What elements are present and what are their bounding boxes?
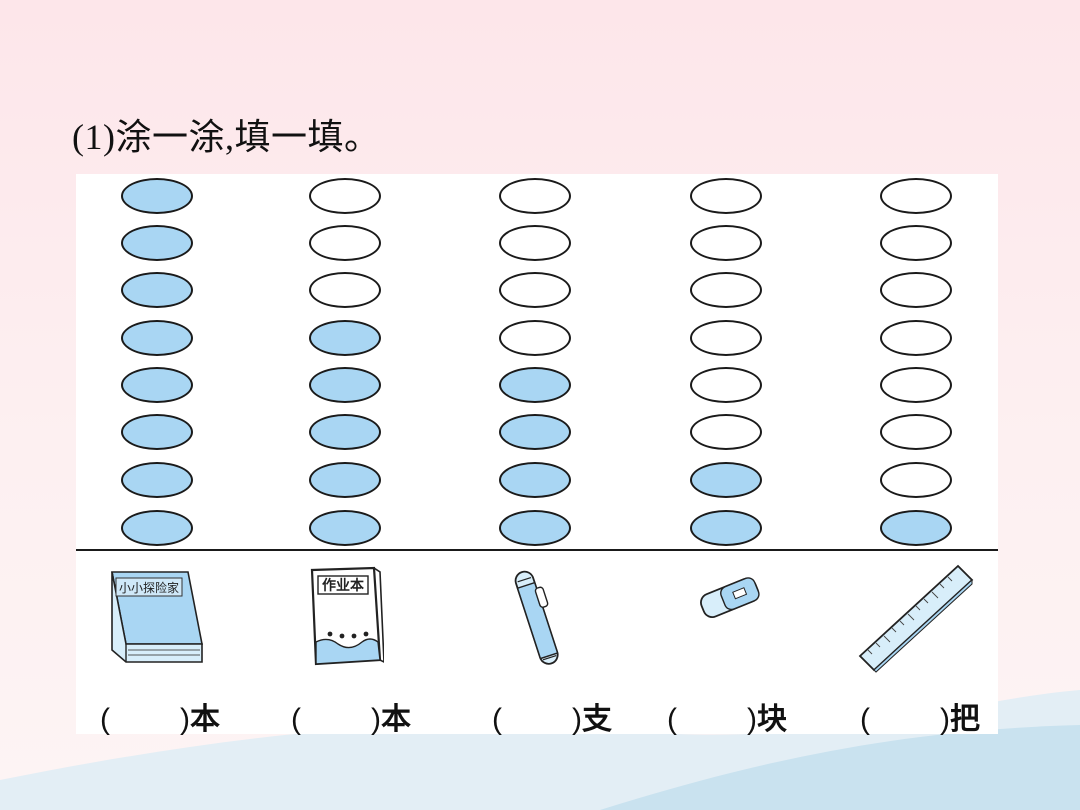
answer-label-book: ()本 xyxy=(100,694,220,738)
oval[interactable] xyxy=(690,225,762,261)
oval[interactable] xyxy=(309,320,381,356)
oval[interactable] xyxy=(690,414,762,450)
oval[interactable] xyxy=(121,367,193,403)
oval[interactable] xyxy=(880,462,952,498)
oval[interactable] xyxy=(499,367,571,403)
oval[interactable] xyxy=(121,320,193,356)
oval[interactable] xyxy=(121,178,193,214)
ruler-icon xyxy=(858,564,974,673)
oval[interactable] xyxy=(309,462,381,498)
oval[interactable] xyxy=(690,462,762,498)
oval[interactable] xyxy=(880,320,952,356)
oval[interactable] xyxy=(499,510,571,546)
book-icon: 小小探险家 xyxy=(111,571,203,663)
notebook-icon: 作业本 xyxy=(310,566,384,666)
unit-text: 支 xyxy=(582,703,612,736)
oval[interactable] xyxy=(499,178,571,214)
answer-label-eraser: ()块 xyxy=(667,694,787,738)
answer-label-pencil: ()支 xyxy=(492,694,612,738)
oval[interactable] xyxy=(880,225,952,261)
oval[interactable] xyxy=(499,272,571,308)
pencil-icon xyxy=(514,570,559,665)
oval[interactable] xyxy=(690,178,762,214)
unit-text: 块 xyxy=(757,703,787,736)
open-paren: ( xyxy=(492,703,502,736)
decorative-wave xyxy=(0,690,1080,810)
close-paren: ) xyxy=(371,703,381,736)
close-paren: ) xyxy=(747,703,757,736)
unit-text: 把 xyxy=(950,703,980,736)
open-paren: ( xyxy=(100,703,110,736)
oval[interactable] xyxy=(121,272,193,308)
book-cover-text: 小小探险家 xyxy=(119,580,179,595)
oval[interactable] xyxy=(690,320,762,356)
answer-label-ruler: ()把 xyxy=(860,694,980,738)
oval[interactable] xyxy=(880,414,952,450)
oval[interactable] xyxy=(309,414,381,450)
oval[interactable] xyxy=(690,367,762,403)
oval[interactable] xyxy=(121,414,193,450)
oval[interactable] xyxy=(880,510,952,546)
unit-text: 本 xyxy=(381,703,411,736)
oval[interactable] xyxy=(121,510,193,546)
notebook-cover-text: 作业本 xyxy=(322,577,365,594)
oval[interactable] xyxy=(309,272,381,308)
oval[interactable] xyxy=(880,367,952,403)
open-paren: ( xyxy=(291,703,301,736)
close-paren: ) xyxy=(940,703,950,736)
oval[interactable] xyxy=(499,225,571,261)
oval[interactable] xyxy=(499,320,571,356)
open-paren: ( xyxy=(860,703,870,736)
exercise-title: (1)涂一涂,填一填。 xyxy=(72,117,381,157)
answer-label-notebook: ()本 xyxy=(291,694,411,738)
oval[interactable] xyxy=(499,414,571,450)
oval[interactable] xyxy=(309,178,381,214)
oval[interactable] xyxy=(309,225,381,261)
oval[interactable] xyxy=(309,367,381,403)
oval[interactable] xyxy=(690,510,762,546)
baseline-divider xyxy=(76,549,998,551)
oval[interactable] xyxy=(121,462,193,498)
open-paren: ( xyxy=(667,703,677,736)
oval[interactable] xyxy=(880,178,952,214)
close-paren: ) xyxy=(180,703,190,736)
unit-text: 本 xyxy=(190,703,220,736)
exercise-panel: 小小探险家 作业本 xyxy=(76,174,998,736)
eraser-icon xyxy=(700,577,760,618)
oval[interactable] xyxy=(309,510,381,546)
oval[interactable] xyxy=(499,462,571,498)
close-paren: ) xyxy=(572,703,582,736)
oval[interactable] xyxy=(121,225,193,261)
oval[interactable] xyxy=(880,272,952,308)
oval[interactable] xyxy=(690,272,762,308)
